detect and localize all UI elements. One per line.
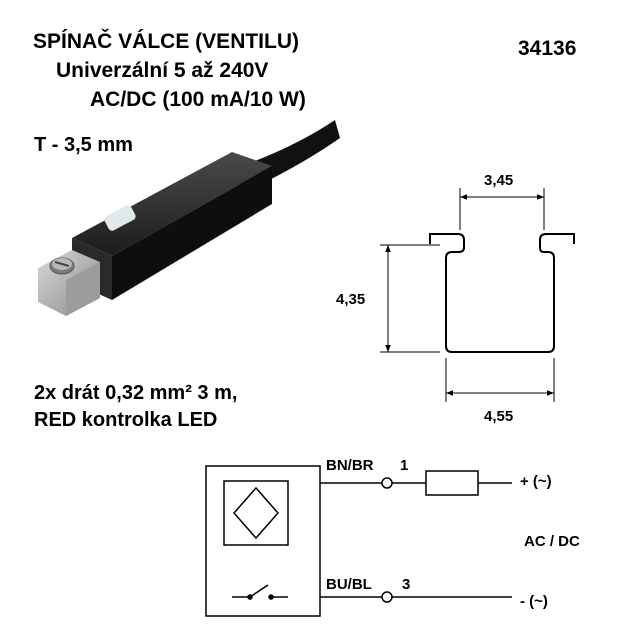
dim-top-label: 3,45	[484, 172, 514, 189]
sensor-body-side	[112, 166, 272, 300]
wire-3-color-label: BU/BL	[326, 576, 372, 593]
sensor-block	[205, 465, 321, 617]
title-line-3: AC/DC (100 mA/10 W)	[90, 88, 306, 111]
circuit-diagram	[205, 465, 512, 617]
wire-1-pin-label: 1	[400, 457, 409, 474]
wire-3-polarity-label: - (~)	[520, 593, 548, 610]
sensor-photo	[38, 120, 340, 316]
dim-bottom-label: 4,55	[484, 408, 514, 425]
dimension-lines	[380, 188, 555, 402]
terminal-3	[381, 591, 393, 603]
wire-spec-line-2: RED kontrolka LED	[34, 409, 218, 431]
wire-3-pin-label: 3	[402, 576, 411, 593]
resistor-load	[425, 470, 479, 496]
product-code: 34136	[518, 37, 577, 60]
terminal-1	[381, 477, 393, 489]
switch-icon	[232, 584, 288, 600]
dim-left-label: 4,35	[336, 291, 366, 308]
supply-type-label: AC / DC	[524, 533, 580, 550]
t-slot-outline	[429, 233, 575, 353]
slot-profile-drawing	[429, 233, 575, 353]
sensor-body-top	[72, 152, 272, 256]
title-line-2: Univerzální 5 až 240V	[56, 59, 269, 82]
wire-1-polarity-label: + (~)	[520, 473, 552, 490]
sensor-symbol-box	[223, 480, 289, 546]
wire-spec-line-1: 2x drát 0,32 mm² 3 m,	[34, 382, 238, 404]
led-window	[104, 205, 136, 231]
title-line-1: SPÍNAČ VÁLCE (VENTILU)	[33, 30, 300, 53]
wire-1-color-label: BN/BR	[326, 457, 374, 474]
sensor-diamond-icon	[233, 486, 279, 540]
slot-type-label: T - 3,5 mm	[34, 134, 133, 156]
